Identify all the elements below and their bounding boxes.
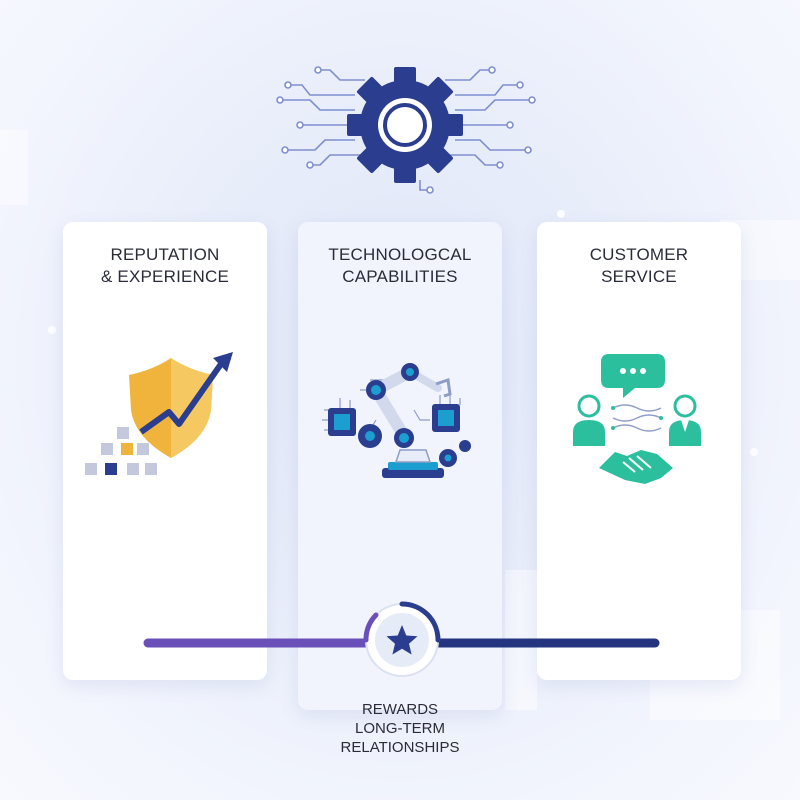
- star-badge: [363, 601, 441, 677]
- background-dot: [750, 448, 758, 456]
- handshake-chat-icon: [573, 354, 701, 484]
- shield-growth-icon: [85, 352, 233, 475]
- card-customer-service: CUSTOMER SERVICE: [537, 222, 741, 680]
- background-dot: [557, 210, 565, 218]
- card-reputation: REPUTATION & EXPERIENCE: [63, 222, 267, 680]
- robot-arm-icon: [322, 363, 471, 478]
- background-panel: [0, 130, 28, 205]
- star-icon: [386, 625, 418, 655]
- background-dot: [48, 326, 56, 334]
- background-panel: [505, 570, 537, 710]
- footer-label: REWARDS LONG-TERM RELATIONSHIPS: [340, 701, 460, 756]
- card-title: TECHNOLOGCAL CAPABILITIES: [328, 245, 472, 286]
- card-title: REPUTATION & EXPERIENCE: [100, 245, 230, 286]
- card-title: CUSTOMER SERVICE: [589, 245, 689, 286]
- gear-circuit-icon: [276, 66, 536, 194]
